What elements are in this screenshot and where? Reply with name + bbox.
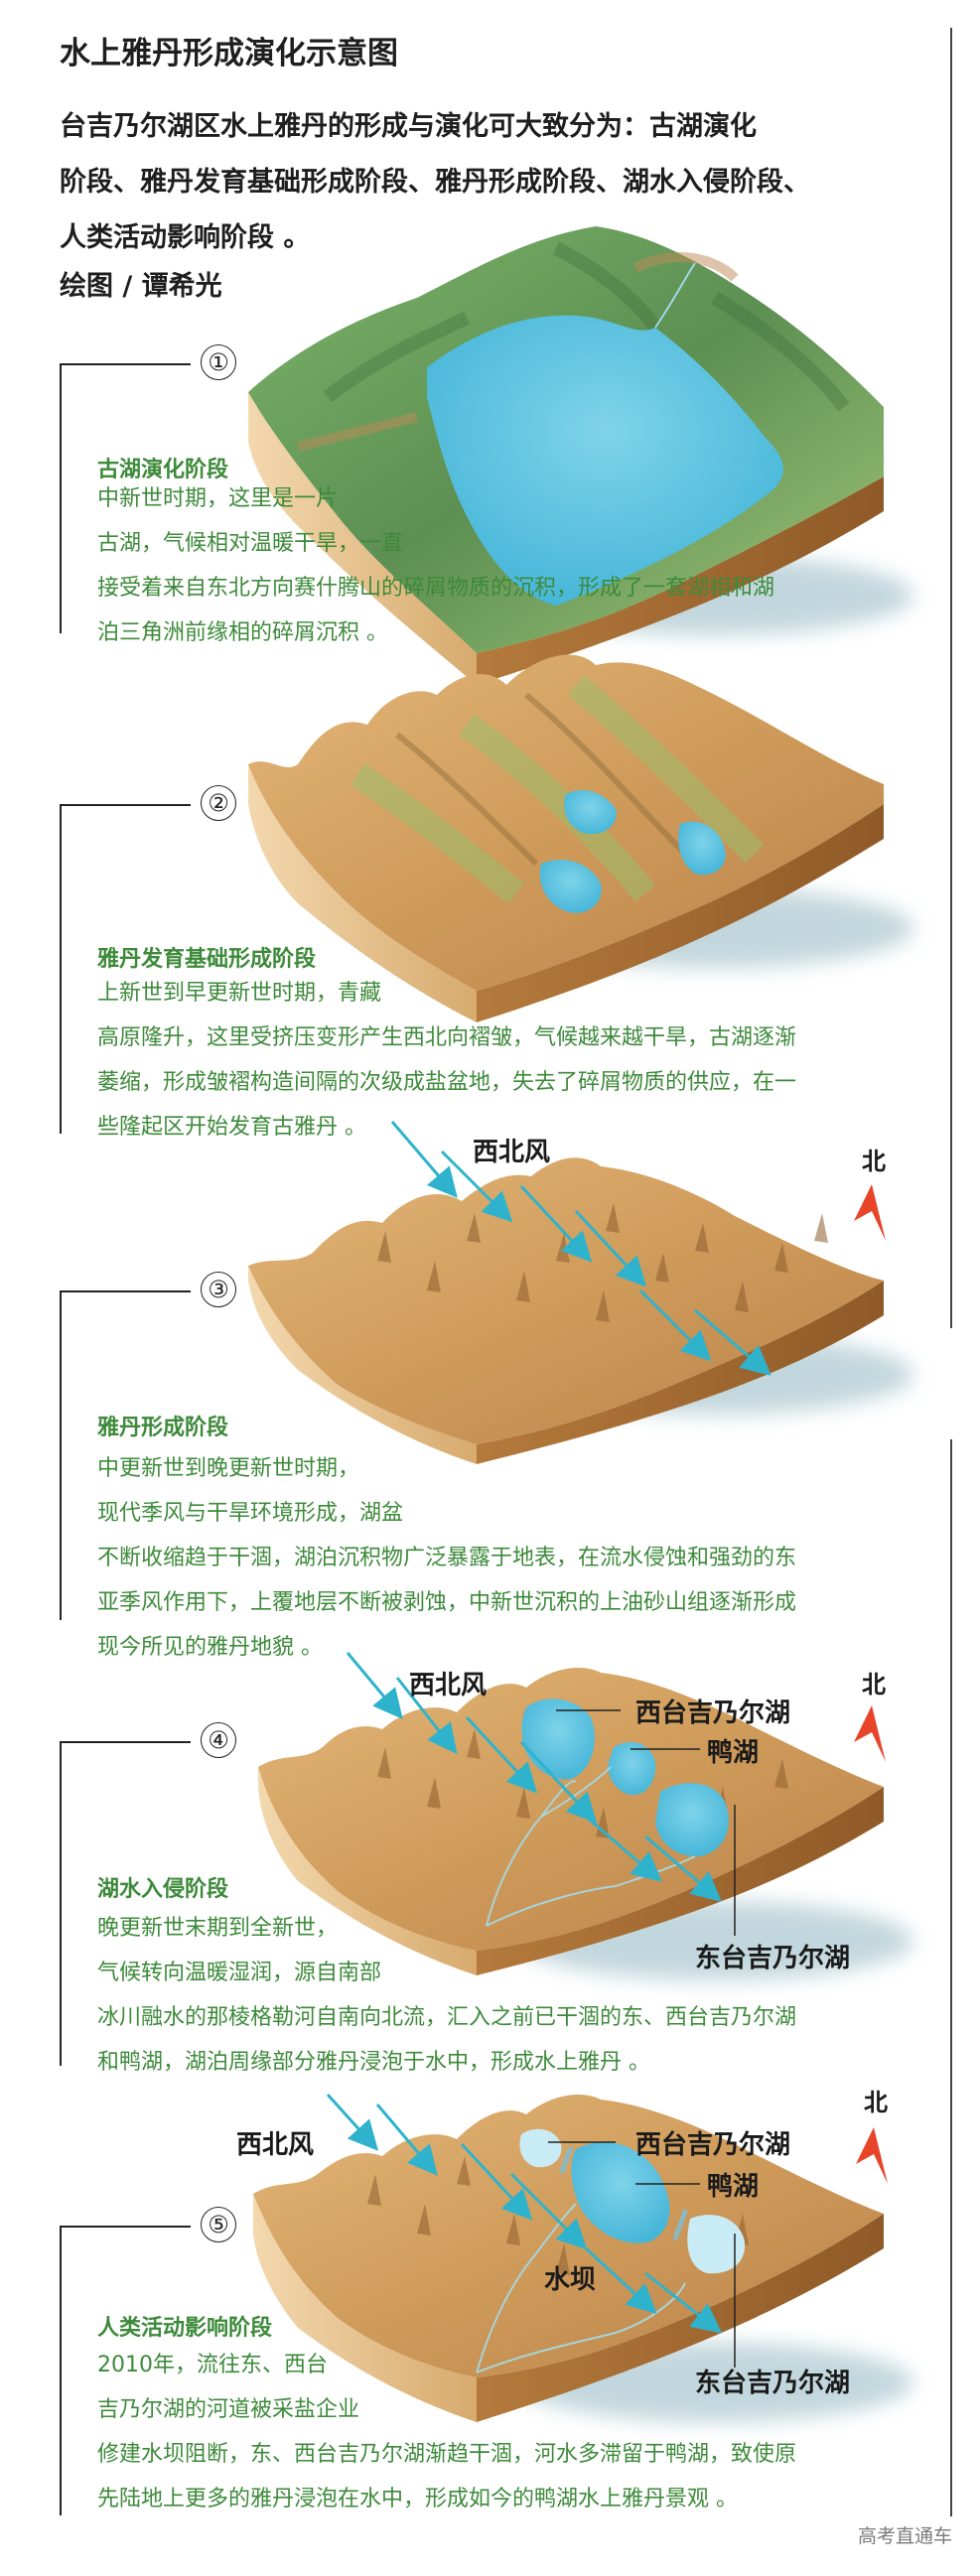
intro-line: 台吉乃尔湖区水上雅丹的形成与演化可大致分为：古湖演化	[60, 111, 757, 142]
stage-2-line: 上新世到早更新世时期，青藏	[97, 981, 382, 1006]
east-taijinar-lake-label: 东台吉乃尔湖	[695, 2369, 851, 2398]
west-lake-dry-shape	[519, 2128, 562, 2168]
right-border-line	[950, 1439, 952, 2516]
stage-3-title: 雅丹形成阶段	[97, 1416, 229, 1440]
intro-line: 阶段、雅丹发育基础形成阶段、雅丹形成阶段、湖水入侵阶段、	[60, 167, 810, 198]
dam-label: 水坝	[544, 2265, 597, 2295]
east-taijinar-lake-label: 东台吉乃尔湖	[695, 1944, 851, 1973]
stage-5-leader-line	[60, 2226, 191, 2515]
stage-2-description: 上新世到早更新世时期，青藏 高原隆升，这里受挤压变形产生西北向褶皱，气候越来越干…	[97, 971, 796, 1150]
wind-arrows	[390, 1121, 771, 1376]
stage-5-north-label: 北	[864, 2089, 888, 2116]
stage-4-leader-line	[60, 1741, 191, 2066]
north-arrow-icon	[854, 1184, 886, 1241]
stage-3-wind-label: 西北风	[473, 1138, 551, 1167]
stage-5-number-badge: ⑤	[201, 2207, 236, 2242]
stage-4-wind-label: 西北风	[409, 1671, 488, 1700]
stage-2-line: 萎缩，形成皱褶构造间隔的次级成盐盆地，失去了碎屑物质的供应，在一	[97, 1070, 797, 1095]
west-taijinar-lake-label: 西台吉乃尔湖	[635, 2130, 791, 2160]
stage-4-title: 湖水入侵阶段	[97, 1877, 229, 1902]
stage-2-terrain-illustration	[248, 654, 913, 1022]
stage-3-line: 现今所见的雅丹地貌 。	[97, 1635, 323, 1660]
stage-5-line: 2010年，流往东、西台	[97, 2353, 328, 2377]
stage-3-north-label: 北	[862, 1148, 886, 1175]
stage-3-number-badge: ③	[201, 1272, 236, 1307]
stage-1-leader-line	[60, 363, 191, 633]
stage-1-number-badge: ①	[201, 344, 236, 380]
stage-2-line: 些隆起区开始发育古雅丹 。	[97, 1115, 366, 1140]
stage-2-line: 高原隆升，这里受挤压变形产生西北向褶皱，气候越来越干旱，古湖逐渐	[97, 1025, 797, 1050]
duck-lake-label: 鸭湖	[707, 2172, 760, 2202]
stage-1-description: 中新世时期，这里是一片 古湖，气候相对温暖干旱，一直 接受着来自东北方向赛什腾山…	[97, 476, 774, 655]
stage-5-wind-label: 西北风	[236, 2130, 315, 2160]
stage-5-line: 吉乃尔湖的河道被采盐企业	[97, 2397, 360, 2422]
stage-2-title: 雅丹发育基础形成阶段	[97, 947, 317, 972]
north-arrow-icon	[854, 1705, 886, 1762]
intro-paragraph: 台吉乃尔湖区水上雅丹的形成与演化可大致分为：古湖演化 阶段、雅丹发育基础形成阶段…	[60, 99, 913, 266]
page-title: 水上雅丹形成演化示意图	[60, 36, 398, 71]
stage-1-terrain-illustration	[248, 226, 913, 685]
stage-4-terrain-illustration	[258, 1652, 913, 1980]
stage-4-north-label: 北	[862, 1671, 886, 1698]
stage-3-line: 不断收缩趋于干涸，湖泊沉积物广泛暴露于地表，在流水侵蚀和强劲的东	[97, 1546, 797, 1570]
stage-1-line: 古湖，气候相对温暖干旱，一直	[97, 531, 404, 556]
stage-1-line: 泊三角洲前缘相的碎屑沉积 。	[97, 620, 388, 645]
duck-lake-label: 鸭湖	[707, 1738, 760, 1768]
stage-3-line: 亚季风作用下，上覆地层不断被剥蚀，中新世沉积的上油砂山组逐渐形成	[97, 1590, 797, 1615]
stage-3-line: 现代季风与干旱环境形成，湖盆	[97, 1501, 404, 1526]
right-border-line	[950, 28, 952, 1328]
stage-3-terrain-illustration	[248, 1121, 913, 1464]
stage-4-line: 冰川融水的那棱格勒河自南向北流，汇入之前已干涸的东、西台吉乃尔湖	[97, 2005, 797, 2030]
stage-5-title: 人类活动影响阶段	[97, 2316, 273, 2341]
east-lake-dry-shape	[687, 2215, 746, 2274]
source-watermark: 高考直通车	[857, 2525, 952, 2547]
stage-4-line: 气候转向温暖湿润，源自南部	[97, 1961, 382, 1985]
stage-4-description: 晚更新世末期到全新世， 气候转向温暖湿润，源自南部 冰川融水的那棱格勒河自南向北…	[97, 1906, 796, 2085]
stage-4-line: 晚更新世末期到全新世，	[97, 1916, 339, 1941]
stage-2-number-badge: ②	[201, 785, 236, 821]
duck-lake-shape	[608, 1742, 656, 1796]
stage-1-title: 古湖演化阶段	[97, 458, 229, 482]
stage-5-line: 修建水坝阻断，东、西台吉乃尔湖渐趋干涸，河水多滞留于鸭湖，致使原	[97, 2442, 797, 2467]
stage-4-number-badge: ④	[201, 1722, 236, 1758]
stage-1-line: 中新世时期，这里是一片	[97, 486, 339, 511]
stage-3-line: 中更新世到晚更新世时期，	[97, 1456, 360, 1481]
west-taijinar-lake-label: 西台吉乃尔湖	[635, 1698, 791, 1728]
stage-3-leader-line	[60, 1290, 191, 1620]
stage-1-line: 接受着来自东北方向赛什腾山的碎屑物质的沉积，形成了一套湖相和湖	[97, 576, 775, 601]
stage-4-line: 和鸭湖，湖泊周缘部分雅丹浸泡于水中，形成水上雅丹 。	[97, 2050, 650, 2075]
duck-lake-shape	[571, 2141, 670, 2243]
north-arrow-icon	[856, 2127, 888, 2184]
illustration-credit: 绘图 / 谭希光	[60, 271, 222, 302]
east-lake-shape	[655, 1783, 729, 1857]
intro-line: 人类活动影响阶段 。	[60, 222, 311, 253]
stage-5-line: 先陆地上更多的雅丹浸泡在水中，形成如今的鸭湖水上雅丹景观 。	[97, 2487, 738, 2511]
stage-3-description: 中更新世到晚更新世时期， 现代季风与干旱环境形成，湖盆 不断收缩趋于干涸，湖泊沉…	[97, 1446, 796, 1670]
west-lake-shape	[521, 1698, 595, 1780]
stage-5-description: 2010年，流往东、西台 吉乃尔湖的河道被采盐企业 修建水坝阻断，东、西台吉乃尔…	[97, 2343, 796, 2521]
stage-2-leader-line	[60, 804, 191, 1134]
